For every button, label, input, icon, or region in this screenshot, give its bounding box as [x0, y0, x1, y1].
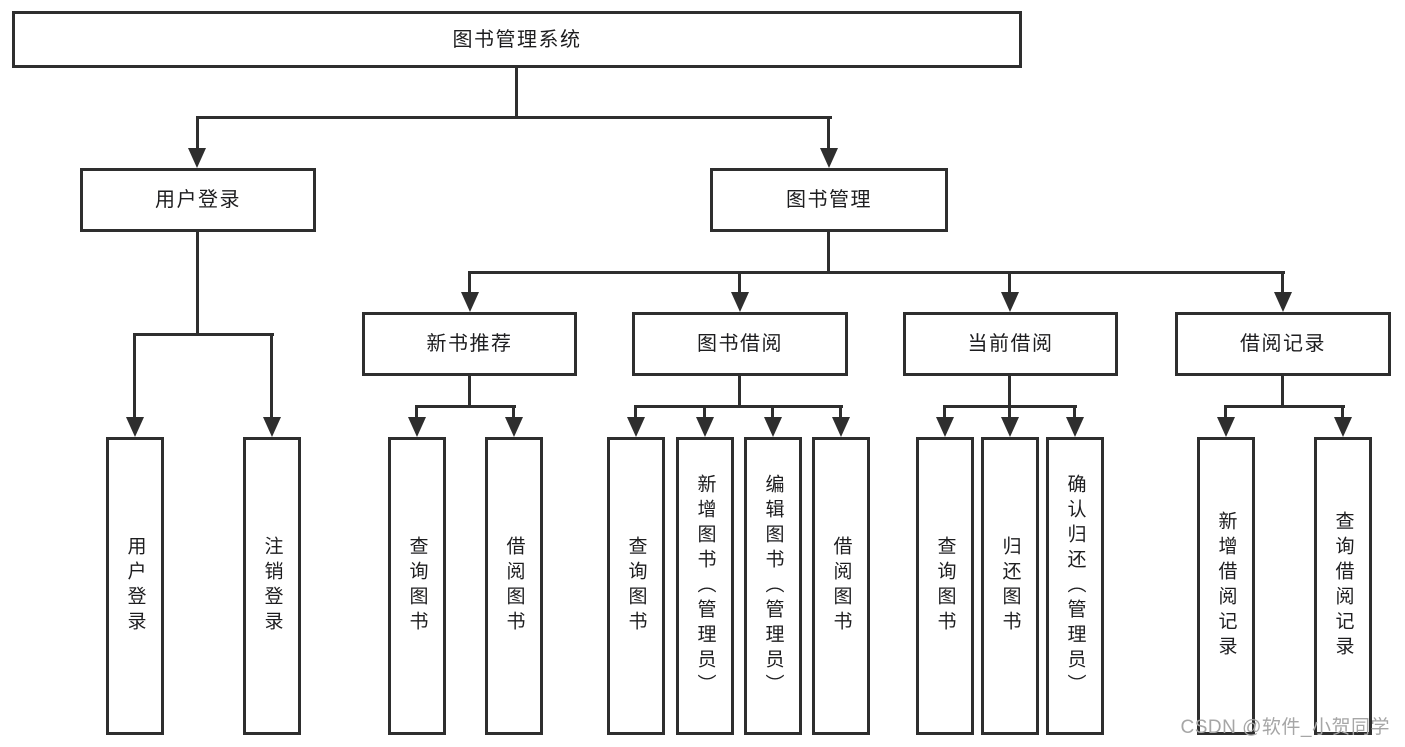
csdn-watermark: CSDN @软件_小贺同学 — [1180, 717, 1390, 738]
node-book-borrow: 图书借阅 — [632, 312, 848, 376]
connector-line — [1008, 271, 1011, 295]
arrow-down-icon — [627, 417, 645, 437]
connector-line — [512, 405, 515, 420]
connector-line — [515, 68, 518, 118]
arrow-down-icon — [505, 417, 523, 437]
connector-line — [1281, 271, 1284, 295]
connector-line — [1008, 374, 1011, 407]
connector-line — [1341, 405, 1344, 420]
leaf-label: 编辑图书（管理员） — [762, 473, 784, 699]
connector-line — [827, 231, 830, 273]
connector-line — [738, 374, 741, 407]
connector-line — [1008, 405, 1011, 420]
connector-line — [468, 374, 471, 407]
arrow-down-icon — [188, 148, 206, 168]
leaf-label: 确认归还（管理员） — [1064, 473, 1086, 699]
connector-line — [133, 333, 136, 419]
arrow-down-icon — [126, 417, 144, 437]
connector-line — [634, 405, 637, 420]
connector-line — [827, 116, 830, 150]
leaf-records-add-record: 新增借阅记录 — [1197, 437, 1255, 735]
arrow-down-icon — [408, 417, 426, 437]
arrow-down-icon — [263, 417, 281, 437]
leaf-borrow-add-book-admin: 新增图书（管理员） — [676, 437, 734, 735]
leaf-label: 借阅图书 — [503, 536, 525, 636]
arrow-down-icon — [1217, 417, 1235, 437]
leaf-borrow-edit-book-admin: 编辑图书（管理员） — [744, 437, 802, 735]
leaf-records-query-record: 查询借阅记录 — [1314, 437, 1372, 735]
leaf-logout: 注销登录 — [243, 437, 301, 735]
arrow-down-icon — [1334, 417, 1352, 437]
connector-line — [839, 405, 842, 420]
connector-line — [468, 271, 1285, 274]
connector-line — [468, 271, 471, 295]
node-current-borrow: 当前借阅 — [903, 312, 1118, 376]
leaf-label: 归还图书 — [999, 536, 1021, 636]
node-root-system: 图书管理系统 — [12, 11, 1022, 68]
leaf-recommend-query-book: 查询图书 — [388, 437, 446, 735]
connector-line — [634, 405, 843, 408]
connector-line — [1073, 405, 1076, 420]
leaf-label: 借阅图书 — [830, 536, 852, 636]
arrow-down-icon — [1001, 417, 1019, 437]
arrow-down-icon — [1066, 417, 1084, 437]
connector-line — [133, 333, 274, 336]
leaf-label: 新增图书（管理员） — [694, 473, 716, 699]
leaf-label: 查询图书 — [406, 536, 428, 636]
leaf-current-confirm-return-admin: 确认归还（管理员） — [1046, 437, 1104, 735]
node-user-login: 用户登录 — [80, 168, 316, 232]
leaf-user-login: 用户登录 — [106, 437, 164, 735]
leaf-label: 用户登录 — [124, 536, 146, 636]
arrow-down-icon — [764, 417, 782, 437]
arrow-down-icon — [696, 417, 714, 437]
connector-line — [1224, 405, 1345, 408]
node-borrow-records: 借阅记录 — [1175, 312, 1391, 376]
node-book-management: 图书管理 — [710, 168, 948, 232]
arrow-down-icon — [832, 417, 850, 437]
arrow-down-icon — [936, 417, 954, 437]
leaf-recommend-borrow-book: 借阅图书 — [485, 437, 543, 735]
leaf-borrow-borrow-book: 借阅图书 — [812, 437, 870, 735]
leaf-label: 查询借阅记录 — [1332, 511, 1354, 661]
leaf-borrow-query-book: 查询图书 — [607, 437, 665, 735]
arrow-down-icon — [1001, 292, 1019, 312]
leaf-current-return-book: 归还图书 — [981, 437, 1039, 735]
arrow-down-icon — [461, 292, 479, 312]
connector-line — [270, 333, 273, 419]
connector-line — [771, 405, 774, 420]
connector-line — [415, 405, 418, 420]
leaf-label: 新增借阅记录 — [1215, 511, 1237, 661]
connector-line — [943, 405, 946, 420]
connector-line — [415, 405, 516, 408]
leaf-label: 查询图书 — [625, 536, 647, 636]
node-new-book-recommend: 新书推荐 — [362, 312, 577, 376]
connector-line — [1281, 374, 1284, 407]
connector-line — [196, 116, 199, 150]
leaf-label: 查询图书 — [934, 536, 956, 636]
connector-line — [703, 405, 706, 420]
arrow-down-icon — [820, 148, 838, 168]
connector-line — [738, 271, 741, 295]
leaf-label: 注销登录 — [261, 536, 283, 636]
arrow-down-icon — [1274, 292, 1292, 312]
connector-line — [196, 231, 199, 335]
arrow-down-icon — [731, 292, 749, 312]
connector-line — [196, 116, 832, 119]
leaf-current-query-book: 查询图书 — [916, 437, 974, 735]
connector-line — [1224, 405, 1227, 420]
